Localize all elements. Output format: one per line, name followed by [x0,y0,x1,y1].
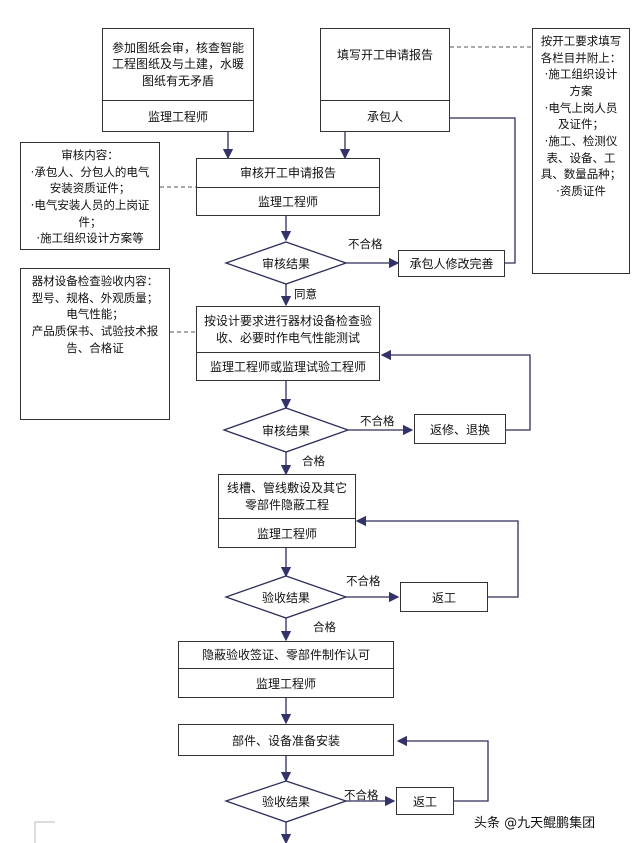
decision-label-2: 审核结果 [261,423,310,438]
fail-label-2: 不合格 [360,414,395,428]
fill-report-text: 填写开工申请报告 [336,48,433,62]
fill-report-box: 填写开工申请报告 承包人 [320,28,450,132]
equipment-check-text: 按设计要求进行器材设备检查验收、必要时作电气性能测试 [203,314,372,345]
concealed-sign-box: 隐蔽验收签证、零部件制作认可 监理工程师 [178,641,394,698]
fail-label-1: 不合格 [348,237,383,251]
agree-label: 同意 [294,287,317,301]
decision-label-3: 验收结果 [261,590,310,605]
review-content-note: 审核内容： ·承包人、分包人的电气安装资质证件； ·电气安装人员的上岗证件； ·… [20,142,160,250]
watermark-text: 头条 @九天鲲鹏集团 [474,816,596,831]
equipment-check-role: 监理工程师或监理试验工程师 [197,352,379,380]
concealed-work-text: 线槽、管线敷设及其它零部件隐蔽工程 [226,481,347,512]
equipment-content-note: 器材设备检查验收内容： 型号、规格、外观质量； 电气性能； 产品质保书、试验技术… [20,268,170,420]
contractor-fix-box: 承包人修改完善 [398,250,505,277]
decision-diamond-2 [222,407,350,453]
review-report-role: 监理工程师 [197,187,379,215]
equipment-check-box: 按设计要求进行器材设备检查验收、必要时作电气性能测试 监理工程师或监理试验工程师 [196,306,380,381]
review-report-text: 审核开工申请报告 [239,165,336,180]
drawing-review-text: 参加图纸会审，核查智能工程图纸及与土建，水暖图纸有无矛盾 [111,41,244,88]
rework-box-2: 返工 [396,787,454,815]
fill-report-role: 承包人 [321,100,449,131]
review-report-box: 审核开工申请报告 监理工程师 [196,158,380,216]
pass-label-2: 合格 [313,620,336,634]
concealed-sign-text: 隐蔽验收签证、零部件制作认可 [201,647,370,662]
decision-label-1: 审核结果 [261,256,310,271]
fail-label-3: 不合格 [346,574,381,588]
rework-box-1: 返工 [400,582,488,612]
drawing-review-role: 监理工程师 [103,100,253,131]
decision-diamond-4 [223,780,349,823]
concealed-work-role: 监理工程师 [219,518,355,547]
install-box: 部件、设备准备安装 [178,724,394,756]
fail-label-4: 不合格 [344,788,379,802]
decision-label-4: 验收结果 [261,794,310,809]
concealed-sign-role: 监理工程师 [179,668,393,697]
drawing-review-box: 参加图纸会审，核查智能工程图纸及与土建，水暖图纸有无矛盾 监理工程师 [102,28,254,132]
decision-diamond-3 [224,575,348,619]
attachments-note: 按开工要求填写各栏目并附上： ·施工组织设计方案 ·电气上岗人员及证件； ·施工… [532,28,630,274]
pass-label-1: 合格 [302,454,325,468]
decision-diamond-1 [224,241,348,285]
concealed-work-box: 线槽、管线敷设及其它零部件隐蔽工程 监理工程师 [218,474,356,548]
repair-return-box: 返修、退换 [414,414,506,444]
